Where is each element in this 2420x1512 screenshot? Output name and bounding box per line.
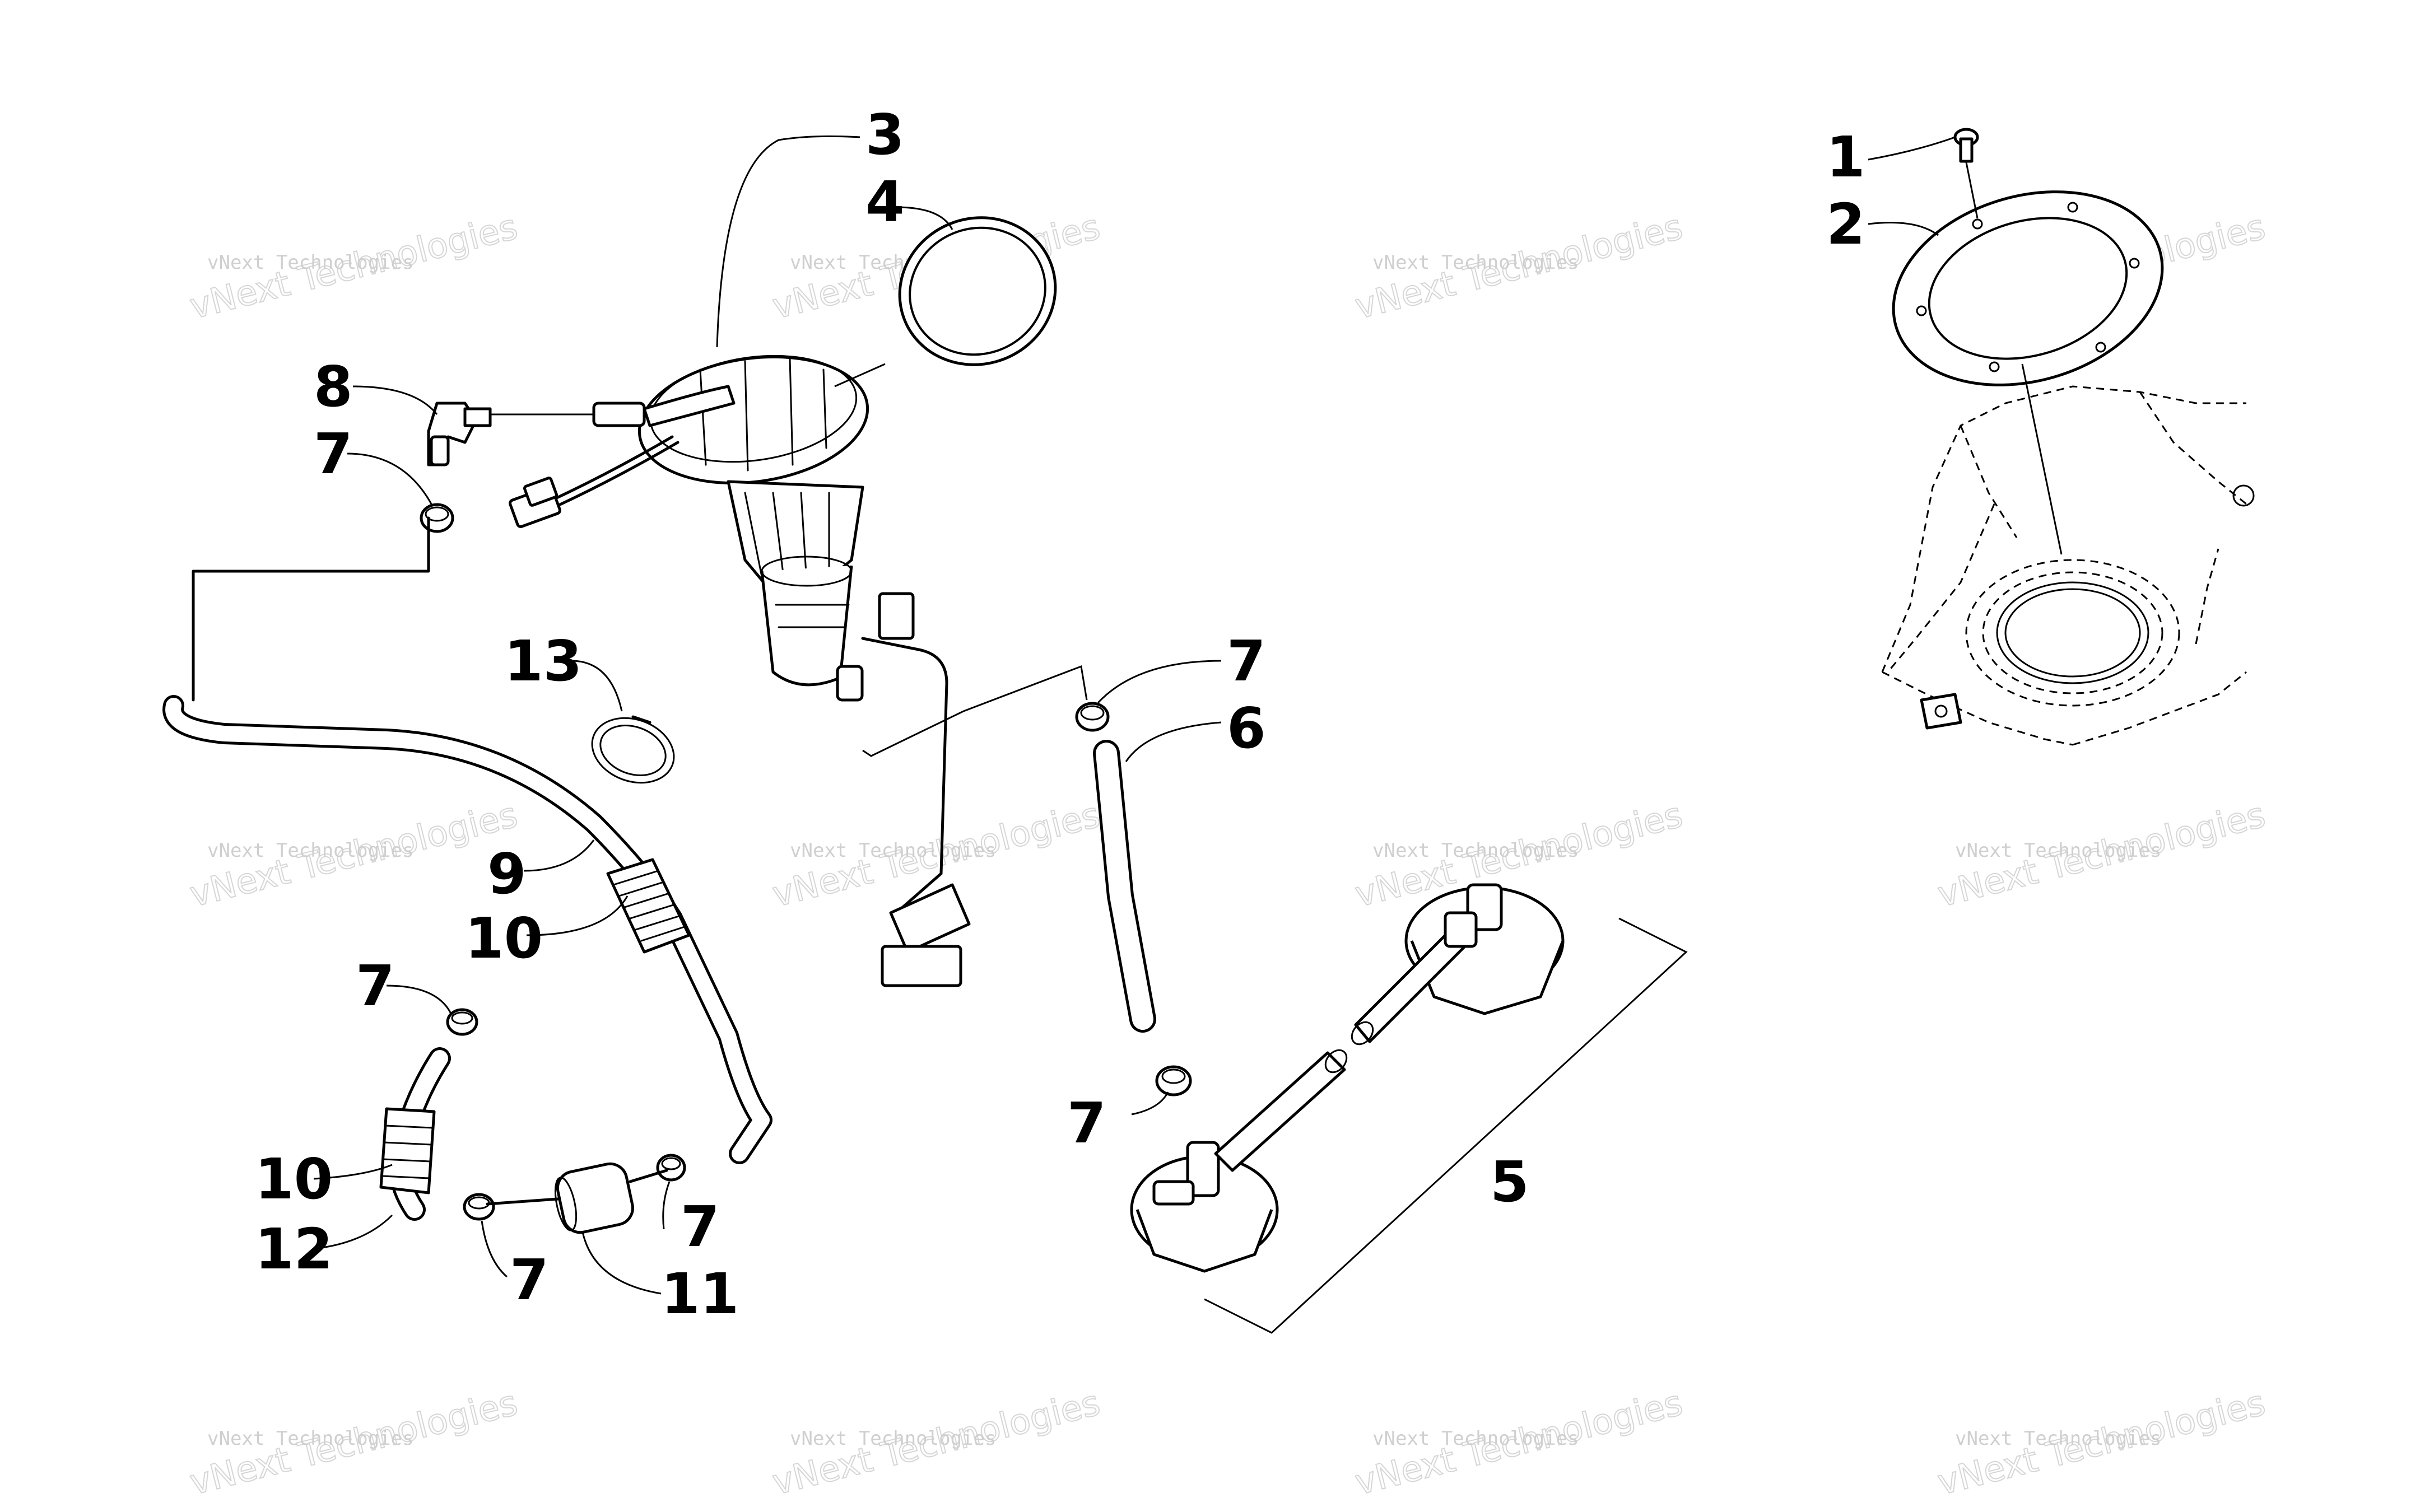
callout-6: 6 <box>1227 696 1266 761</box>
watermark-text: vNext Technologies <box>207 1427 413 1450</box>
cable-strap <box>591 715 675 784</box>
leader-4 <box>896 206 953 230</box>
watermark-text: vNext Technologies <box>1372 251 1579 274</box>
watermark-text: vNext Technologies <box>1372 1427 1579 1450</box>
hose-clamps <box>420 503 1192 1221</box>
fuel-pickup-assembly <box>1130 883 1688 1334</box>
leader-7b <box>1097 660 1222 704</box>
leader-3 <box>716 135 860 348</box>
watermark-text: vNext Technologies <box>1955 1427 2161 1450</box>
watermark-text: vNext Technologies <box>1372 839 1579 862</box>
callout-labels: 3 4 8 7 1 2 13 7 6 9 10 7 7 5 10 7 12 7 … <box>255 102 1865 1327</box>
fuel-hose-lower <box>379 1047 451 1221</box>
leader-1 <box>1868 136 1956 161</box>
callout-9: 9 <box>487 841 527 907</box>
elbow-fitting <box>427 402 492 466</box>
fuel-filter <box>486 1162 668 1234</box>
callout-7: 7 <box>356 953 395 1019</box>
o-ring <box>834 216 1057 388</box>
callout-7: 7 <box>510 1247 549 1313</box>
fuel-hose-main <box>162 516 772 1164</box>
callout-4: 4 <box>865 169 905 235</box>
leader-lines <box>313 135 1956 1295</box>
leader-13 <box>571 660 623 712</box>
leader-10a <box>526 895 629 936</box>
watermark-text: vNext Technologies <box>207 251 413 274</box>
leader-7c <box>386 984 452 1014</box>
callout-11: 11 <box>661 1261 739 1327</box>
leader-2 <box>1868 222 1939 236</box>
leader-7e <box>481 1220 508 1278</box>
callout-7: 7 <box>314 421 353 487</box>
callout-3: 3 <box>865 102 905 167</box>
hose-sleeve-lower <box>379 1107 436 1194</box>
callout-10: 10 <box>465 906 543 971</box>
leader-12 <box>313 1214 393 1250</box>
callout-5: 5 <box>1490 1149 1529 1215</box>
watermark-text: vNext Technologies <box>207 839 413 862</box>
callout-13: 13 <box>504 628 582 694</box>
leader-10b <box>313 1164 393 1180</box>
callout-12: 12 <box>255 1216 333 1282</box>
watermark-text: vNext Technologies <box>790 1427 996 1450</box>
callout-8: 8 <box>314 354 353 419</box>
watermark-text: vNext Technologies <box>1955 839 2161 862</box>
leader-6 <box>1125 721 1222 762</box>
callout-1: 1 <box>1826 124 1865 190</box>
callout-10: 10 <box>255 1146 333 1212</box>
fuel-pump-assembly <box>443 354 971 987</box>
leader-7f <box>1131 1091 1169 1116</box>
leader-8 <box>352 385 438 415</box>
hose-sleeve-upper <box>606 858 691 954</box>
callout-7: 7 <box>681 1194 720 1259</box>
watermark-text: vNext Technologies <box>790 839 996 862</box>
leader-11 <box>581 1231 662 1295</box>
vent-hose <box>862 665 1156 1033</box>
callout-2: 2 <box>1826 192 1865 257</box>
fuel-tank-outline <box>1881 385 2255 746</box>
callout-7: 7 <box>1227 628 1266 694</box>
callout-7: 7 <box>1067 1090 1106 1156</box>
leader-9 <box>523 839 595 872</box>
screw-bolt <box>1953 128 1979 163</box>
leader-7d <box>662 1181 671 1230</box>
access-cover-plate <box>1892 128 2164 555</box>
leader-7a <box>347 452 432 505</box>
